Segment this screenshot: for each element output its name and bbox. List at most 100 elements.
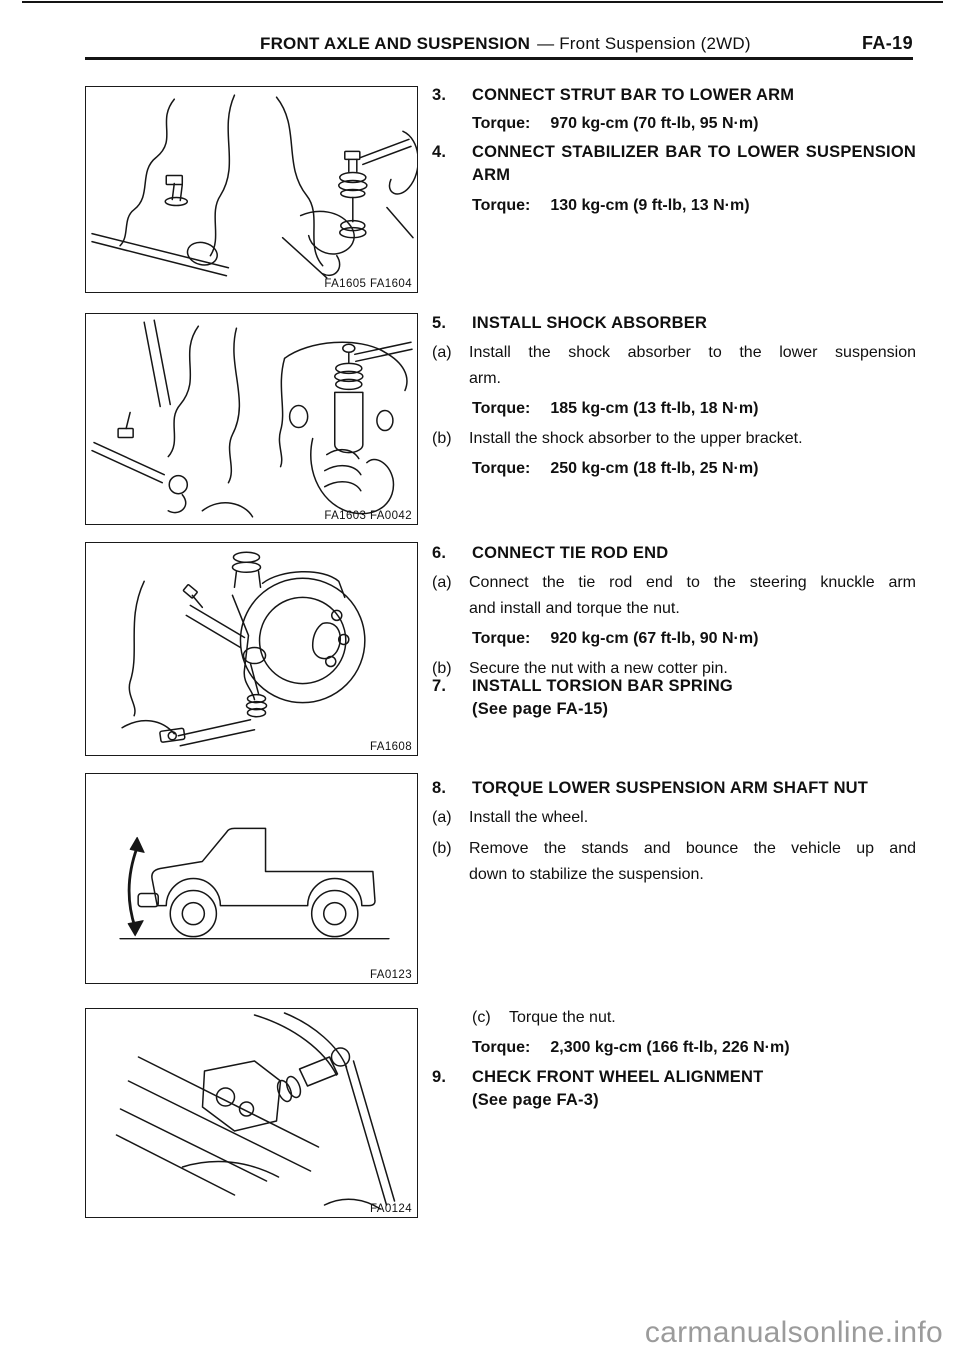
step-7: 7. INSTALL TORSION BAR SPRING (See page … [432, 675, 916, 721]
substep-label: (b) [432, 840, 452, 857]
substep-a: (a) Connect the tie rod end to the steer… [432, 570, 916, 622]
torque-label: Torque: [472, 1039, 531, 1056]
step-4: 4. CONNECT STABILIZER BAR TO LOWER SUSPE… [432, 141, 916, 218]
substep-a: (a) Install the wheel. [432, 805, 916, 831]
step-number: 6. [432, 544, 447, 562]
figure-tie-rod: FA1608 [85, 542, 418, 756]
figure-torque-nut: FA0124 [85, 1008, 418, 1218]
torque-value: 2,300 kg-cm (166 ft-lb, 226 N·m) [550, 1039, 790, 1056]
substep-a: (a) Install the shock absorber to the lo… [432, 340, 916, 392]
torque-spec: Torque: 970 kg-cm (70 ft-lb, 95 N·m) [472, 112, 916, 136]
torque-spec: Torque: 185 kg-cm (13 ft-lb, 18 N·m) [472, 397, 916, 421]
torque-spec: Torque: 130 kg-cm (9 ft-lb, 13 N·m) [472, 194, 916, 218]
step-8c: (c) Torque the nut. Torque: 2,300 kg-cm … [432, 1005, 916, 1060]
torque-spec: Torque: 250 kg-cm (18 ft-lb, 25 N·m) [472, 457, 916, 481]
torque-label: Torque: [472, 197, 531, 214]
substep-label: (b) [432, 660, 452, 677]
figure-code: FA1608 [369, 741, 412, 753]
figure-code: FA1603 FA0042 [324, 510, 412, 522]
substep-text: Remove the stands and bounce the vehicle… [469, 836, 916, 888]
step-title: INSTALL SHOCK ABSORBER [472, 314, 708, 332]
substep-label: (a) [432, 574, 452, 591]
step-7-heading: 7. INSTALL TORSION BAR SPRING [432, 675, 916, 698]
substep-text: Install the shock absorber to the upper … [469, 430, 803, 447]
substep-b: (b) Install the shock absorber to the up… [432, 426, 916, 452]
substep-text: Secure the nut with a new cotter pin. [469, 660, 728, 677]
torque-value: 185 kg-cm (13 ft-lb, 18 N·m) [550, 400, 759, 417]
torque-spec: Torque: 920 kg-cm (67 ft-lb, 90 N·m) [472, 627, 916, 651]
strut-bar-illustration [91, 94, 417, 279]
page-top-rule [22, 1, 943, 3]
torque-value: 920 kg-cm (67 ft-lb, 90 N·m) [550, 630, 759, 647]
step-8: 8. TORQUE LOWER SUSPENSION ARM SHAFT NUT… [432, 777, 916, 888]
step-see-page: (See page FA-15) [472, 700, 609, 718]
shock-absorber-illustration [91, 319, 413, 518]
header-section-title: FRONT AXLE AND SUSPENSION [260, 34, 531, 53]
substep-text-line: Remove the stands and bounce the vehicle… [469, 840, 916, 857]
substep-b: (b) Secure the nut with a new cotter pin… [432, 656, 916, 682]
step-title: INSTALL TORSION BAR SPRING [472, 677, 733, 695]
torque-spec: Torque: 2,300 kg-cm (166 ft-lb, 226 N·m) [472, 1036, 916, 1060]
torque-label: Torque: [472, 630, 531, 647]
substep-c: (c) Torque the nut. [432, 1005, 916, 1031]
substep-label: (c) [472, 1009, 491, 1026]
step-number: 9. [432, 1068, 447, 1086]
watermark-text: carmanualsonline.info [644, 1316, 943, 1349]
substep-text: Torque the nut. [509, 1009, 616, 1026]
substep-indent [432, 1005, 472, 1031]
substep-b: (b) Remove the stands and bounce the veh… [432, 836, 916, 888]
step-title: CHECK FRONT WHEEL ALIGNMENT [472, 1068, 764, 1086]
figure-code: FA1605 FA1604 [324, 278, 412, 290]
substep-text: Install the wheel. [469, 809, 589, 826]
step-6-heading: 6. CONNECT TIE ROD END [432, 542, 916, 565]
substep-text-line: Connect the tie rod end to the steering … [469, 574, 916, 591]
step-number: 8. [432, 779, 447, 797]
step-number: 3. [432, 86, 447, 104]
step-3-heading: 3. CONNECT STRUT BAR TO LOWER ARM [432, 84, 916, 107]
step-title-line: CONNECT STABILIZER BAR TO LOWER SUSPENSI… [472, 143, 916, 161]
figure-code: FA0124 [369, 1203, 412, 1215]
header-subsection-title: — Front Suspension (2WD) [537, 34, 751, 53]
torque-value: 970 kg-cm (70 ft-lb, 95 N·m) [550, 115, 759, 132]
figure-strut-bar: FA1605 FA1604 [85, 86, 418, 293]
step-number: 7. [432, 677, 447, 695]
figure-truck-bounce: FA0123 [85, 773, 418, 984]
torque-label: Torque: [472, 460, 531, 477]
step-3: 3. CONNECT STRUT BAR TO LOWER ARM Torque… [432, 84, 916, 136]
step-5-heading: 5. INSTALL SHOCK ABSORBER [432, 312, 916, 335]
substep-label: (a) [432, 344, 452, 361]
torque-value: 250 kg-cm (18 ft-lb, 25 N·m) [550, 460, 759, 477]
step-number: 4. [432, 143, 447, 161]
step-title: CONNECT STABILIZER BAR TO LOWER SUSPENSI… [472, 141, 916, 187]
truck-bounce-illustration [119, 827, 390, 940]
step-title: TORQUE LOWER SUSPENSION ARM SHAFT NUT [472, 779, 869, 797]
torque-value: 130 kg-cm (9 ft-lb, 13 N·m) [550, 197, 750, 214]
step-9: 9. CHECK FRONT WHEEL ALIGNMENT (See page… [432, 1066, 916, 1112]
substep-text-line: Install the shock absorber to the lower … [469, 344, 916, 361]
substep-text-line: down to stabilize the suspension. [469, 866, 704, 883]
substep-text: Install the shock absorber to the lower … [469, 340, 916, 392]
torque-label: Torque: [472, 115, 531, 132]
substep-text: Connect the tie rod end to the steering … [469, 570, 916, 622]
torque-label: Torque: [472, 400, 531, 417]
torque-nut-illustration [115, 1012, 396, 1210]
step-see-page: (See page FA-3) [472, 1091, 599, 1109]
step-8-heading: 8. TORQUE LOWER SUSPENSION ARM SHAFT NUT [432, 777, 916, 800]
step-6: 6. CONNECT TIE ROD END (a) Connect the t… [432, 542, 916, 682]
step-title: CONNECT TIE ROD END [472, 544, 669, 562]
header-underline [85, 57, 913, 60]
step-4-heading: 4. CONNECT STABILIZER BAR TO LOWER SUSPE… [432, 141, 916, 187]
step-5: 5. INSTALL SHOCK ABSORBER (a) Install th… [432, 312, 916, 481]
substep-label: (a) [432, 809, 452, 826]
figure-shock-absorber: FA1603 FA0042 [85, 313, 418, 525]
page-number: FA-19 [861, 33, 913, 53]
step-title: CONNECT STRUT BAR TO LOWER ARM [472, 86, 795, 104]
tie-rod-illustration [121, 551, 366, 747]
substep-label: (b) [432, 430, 452, 447]
figure-code: FA0123 [369, 969, 412, 981]
substep-text-line: and install and torque the nut. [469, 600, 680, 617]
page-header: FRONT AXLE AND SUSPENSION — Front Suspens… [260, 34, 751, 54]
step-number: 5. [432, 314, 447, 332]
step-title-line: ARM [472, 166, 511, 184]
